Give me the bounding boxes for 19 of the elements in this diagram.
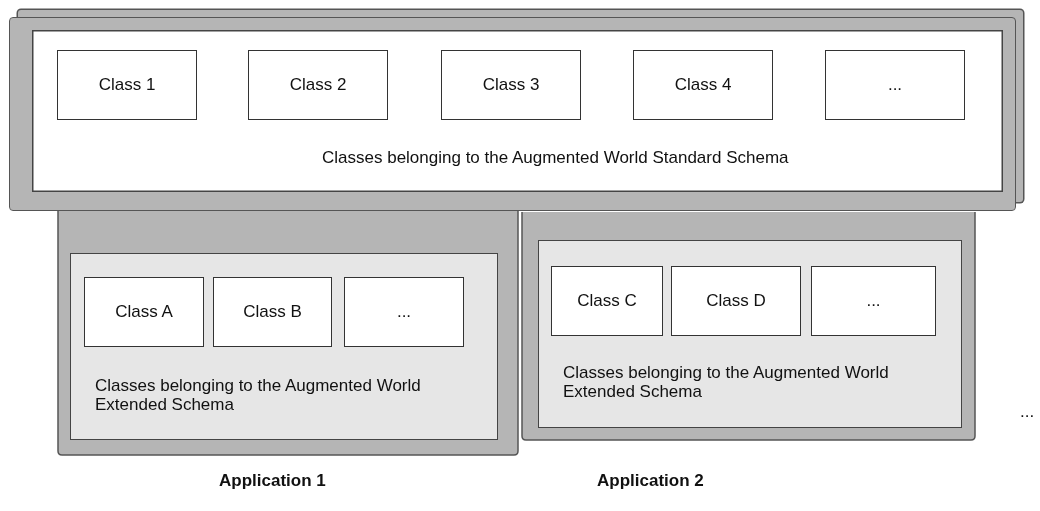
application-label: Application 2: [597, 471, 704, 491]
class-box: ...: [344, 277, 464, 347]
class-box: Class B: [213, 277, 332, 347]
class-box: Class D: [671, 266, 801, 336]
class-box: Class 4: [633, 50, 773, 120]
application-label: Application 1: [219, 471, 326, 491]
ellipsis-label: ...: [1020, 402, 1035, 422]
class-box: ...: [811, 266, 936, 336]
class-box: ...: [825, 50, 965, 120]
schema-caption: Classes belonging to the Augmented World Standard Schema: [322, 148, 790, 167]
class-box: Class C: [551, 266, 663, 336]
extended-schema-panel: [70, 253, 498, 440]
schema-caption: Classes belonging to the Augmented World Extended Schema: [95, 376, 422, 414]
class-box: Class 2: [248, 50, 388, 120]
schema-caption: Classes belonging to the Augmented World Extended Schema: [563, 363, 890, 401]
extended-schema-panel: [538, 240, 962, 428]
class-box: Class A: [84, 277, 204, 347]
class-box: Class 3: [441, 50, 581, 120]
class-box: Class 1: [57, 50, 197, 120]
